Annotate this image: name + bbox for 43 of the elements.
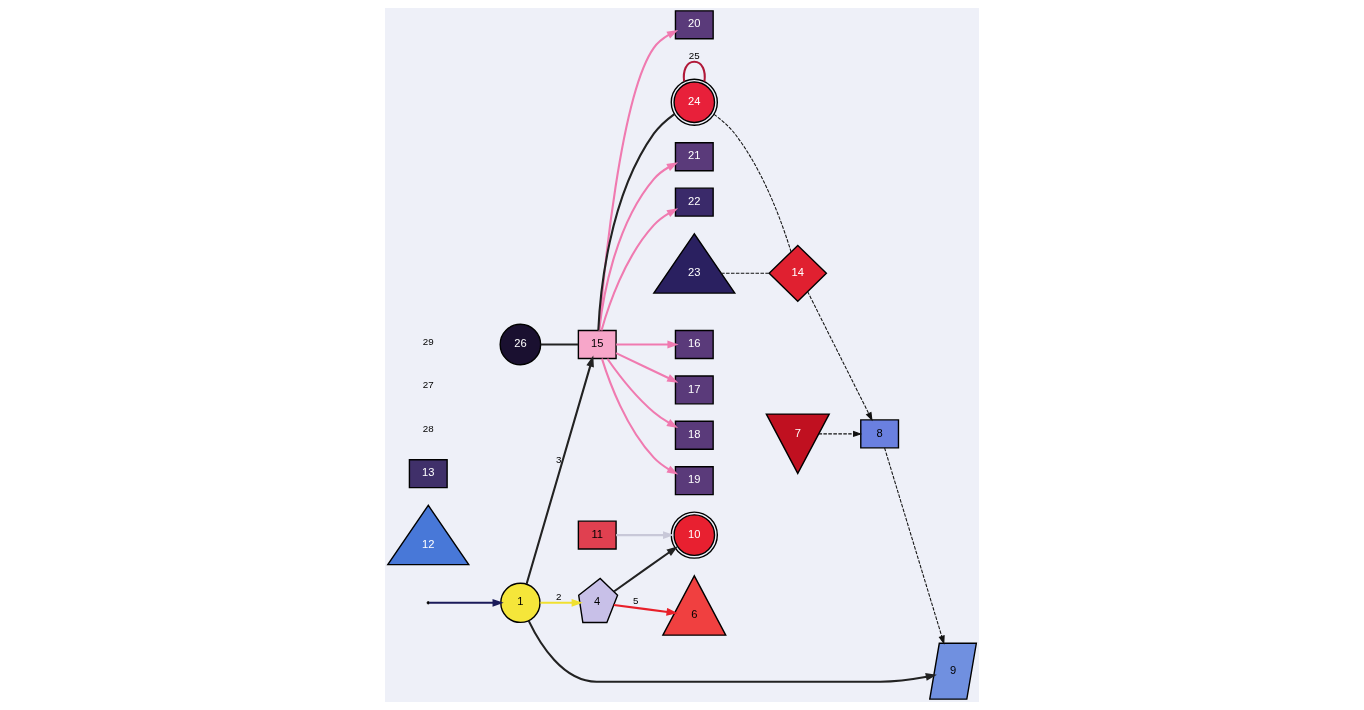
node-box: 18	[674, 420, 714, 450]
edge-label: 25	[688, 50, 700, 62]
node-box: 13	[408, 459, 448, 489]
arrow	[613, 603, 678, 616]
arrow	[807, 291, 873, 422]
edge-label: 5	[632, 595, 639, 607]
connector	[720, 272, 770, 274]
arrow	[600, 208, 679, 331]
arrow	[615, 352, 679, 383]
node-box: 16	[674, 329, 714, 360]
connector	[682, 60, 706, 82]
label: 28	[422, 422, 434, 434]
arrow	[525, 355, 594, 585]
arrow	[527, 620, 937, 683]
node-box: 19	[674, 466, 714, 496]
arrow	[429, 598, 504, 607]
arrow	[606, 358, 679, 429]
connector	[713, 113, 792, 253]
arrow	[818, 430, 863, 438]
arrow	[598, 162, 679, 331]
arrow	[600, 358, 679, 475]
node-box: 15	[577, 329, 617, 360]
label: 27	[422, 379, 434, 391]
node-box: 21	[674, 142, 714, 172]
node-box: 20	[674, 10, 714, 40]
arrow	[540, 598, 583, 607]
node-box: 17	[674, 375, 714, 405]
arrow	[884, 447, 945, 645]
arrow	[597, 29, 679, 331]
node-box: 22	[674, 187, 714, 217]
arrow	[613, 546, 678, 593]
edge-label: 3	[556, 454, 562, 466]
node-circle: 26	[499, 323, 542, 366]
arrow	[616, 340, 679, 349]
node-circle: 1	[500, 582, 541, 624]
connector	[540, 343, 579, 346]
node-diamond: 14	[768, 244, 828, 303]
edge-label: 2	[556, 591, 562, 603]
connector	[597, 113, 676, 331]
label: 29	[422, 336, 434, 348]
node-box: 11	[577, 520, 617, 550]
node-box: 8	[860, 419, 900, 449]
arrow	[616, 531, 675, 540]
